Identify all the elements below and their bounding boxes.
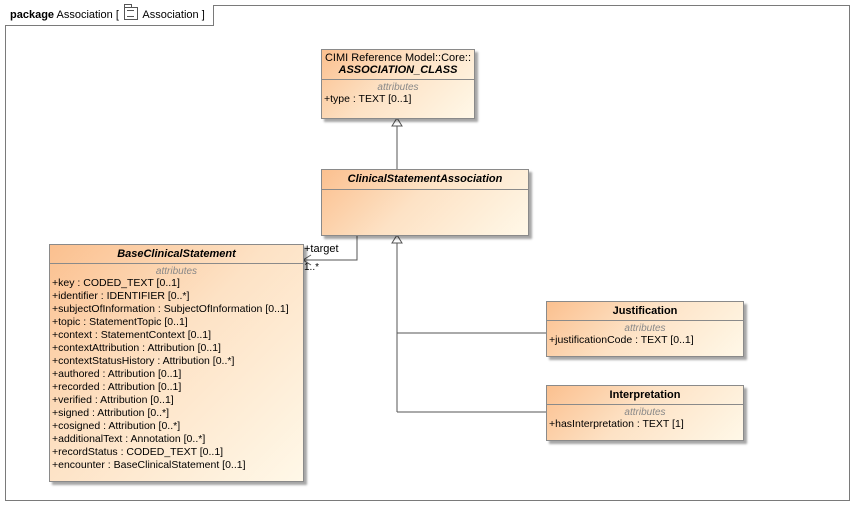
attribute-name: +hasInterpretation [549, 418, 634, 430]
attributes-section-label: attributes [624, 323, 666, 334]
attribute-type: : Annotation [0..*] [122, 433, 206, 445]
attribute-row: +identifier : IDENTIFIER [0..*] [50, 290, 303, 303]
association-line-target [303, 235, 358, 261]
attribute-row: +type : TEXT [0..1] [322, 93, 474, 106]
attribute-type: : CODED_TEXT [0..1] [117, 446, 224, 458]
attribute-type: : TEXT [0..1] [349, 93, 412, 105]
attributes-section-label: attributes [155, 266, 198, 277]
attribute-type: : Attribution [0..1] [139, 342, 221, 354]
attribute-type: : Attribution [0..*] [154, 355, 235, 367]
attribute-name: +signed [52, 407, 90, 419]
attribute-row: +recorded : Attribution [0..1] [50, 381, 303, 394]
attribute-row: +contextAttribution : Attribution [0..1] [50, 342, 303, 355]
class-name: ClinicalStatementAssociation [347, 173, 503, 185]
attribute-type: : StatementTopic [0..1] [80, 316, 188, 328]
class-name: BaseClinicalStatement [117, 248, 236, 260]
attribute-name: +encounter [52, 459, 105, 471]
association-role-label: +target [304, 243, 339, 255]
class-header: BaseClinicalStatement [50, 245, 303, 264]
class-header: Interpretation [547, 386, 743, 405]
attribute-row: +topic : StatementTopic [0..1] [50, 316, 303, 329]
attribute-type: : TEXT [0..1] [632, 334, 694, 346]
package-bracket-name: Association [142, 9, 199, 21]
close-bracket: ] [201, 9, 205, 21]
attribute-row: +additionalText : Annotation [0..*] [50, 433, 303, 446]
attribute-row: +contextStatusHistory : Attribution [0..… [50, 355, 303, 368]
class-justification[interactable]: Justification attributes +justificationC… [546, 301, 744, 357]
attribute-row: +context : StatementContext [0..1] [50, 329, 303, 342]
generalization-arrowhead-association-class [391, 117, 403, 127]
open-bracket: [ [115, 9, 119, 21]
attribute-name: +identifier [52, 290, 98, 302]
attribute-row: +verified : Attribution [0..1] [50, 394, 303, 407]
class-interpretation[interactable]: Interpretation attributes +hasInterpreta… [546, 385, 744, 441]
class-header: ClinicalStatementAssociation [322, 170, 528, 190]
attribute-row: +key : CODED_TEXT [0..1] [50, 277, 303, 290]
attribute-row: +hasInterpretation : TEXT [1] [547, 418, 743, 431]
attribute-name: +recordStatus [52, 446, 118, 458]
attribute-name: +verified [52, 394, 92, 406]
attribute-type: : Attribution [0..1] [91, 394, 174, 406]
attribute-type: : StatementContext [0..1] [92, 329, 212, 341]
attribute-type: : BaseClinicalStatement [0..1] [104, 459, 246, 471]
attribute-row: +justificationCode : TEXT [0..1] [547, 334, 743, 347]
class-name: Justification [612, 305, 678, 317]
attribute-name: +cosigned [52, 420, 101, 432]
attribute-row: +recordStatus : CODED_TEXT [0..1] [50, 446, 303, 459]
attribute-name: +contextAttribution [52, 342, 140, 354]
attribute-name: +key [52, 277, 75, 289]
attributes-section-label: attributes [624, 407, 666, 418]
attribute-row: +signed : Attribution [0..*] [50, 407, 303, 420]
attribute-type: : Attribution [0..*] [100, 420, 181, 432]
class-name: Interpretation [609, 389, 681, 401]
class-header: CIMI Reference Model::Core:: ASSOCIATION… [322, 50, 474, 80]
package-keyword: package [10, 9, 55, 21]
attribute-name: +subjectOfInformation [52, 303, 156, 315]
attribute-name: +authored [52, 368, 100, 380]
attribute-type: : Attribution [0..*] [89, 407, 170, 419]
generalization-arrowhead-csa [391, 234, 403, 244]
package-tab: package Association [ Association ] [5, 4, 214, 26]
attribute-type: : Attribution [0..1] [99, 381, 182, 393]
attribute-type: : Attribution [0..1] [99, 368, 182, 380]
attribute-row: +encounter : BaseClinicalStatement [0..1… [50, 459, 303, 472]
attribute-name: +contextStatusHistory [52, 355, 155, 367]
attribute-name: +type [324, 93, 350, 105]
attribute-list: +key : CODED_TEXT [0..1] +identifier : I… [50, 277, 303, 472]
class-association-class[interactable]: CIMI Reference Model::Core:: ASSOCIATION… [321, 49, 475, 119]
attribute-name: +additionalText [52, 433, 123, 445]
attribute-row: +subjectOfInformation : SubjectOfInforma… [50, 303, 303, 316]
package-name: Association [56, 9, 113, 21]
attribute-type: : SubjectOfInformation [0..1] [155, 303, 289, 315]
attribute-row: +authored : Attribution [0..1] [50, 368, 303, 381]
attributes-section-label: attributes [377, 82, 419, 93]
class-header: Justification [547, 302, 743, 321]
attribute-name: +topic [52, 316, 81, 328]
class-base-clinical-statement[interactable]: BaseClinicalStatement attributes +key : … [49, 244, 304, 482]
attribute-name: +recorded [52, 381, 100, 393]
association-multiplicity-label: 1..* [304, 262, 320, 273]
attribute-row: +cosigned : Attribution [0..*] [50, 420, 303, 433]
attribute-type: : IDENTIFIER [0..*] [97, 290, 190, 302]
attribute-type: : TEXT [1] [633, 418, 684, 430]
attribute-name: +justificationCode [549, 334, 633, 346]
class-name: ASSOCIATION_CLASS [338, 64, 458, 76]
attribute-name: +context [52, 329, 92, 341]
class-clinical-statement-association[interactable]: ClinicalStatementAssociation [321, 169, 529, 236]
attribute-type: : CODED_TEXT [0..1] [74, 277, 180, 289]
class-package-prefix: CIMI Reference Model::Core:: [324, 52, 472, 64]
diagram-icon [123, 4, 138, 20]
